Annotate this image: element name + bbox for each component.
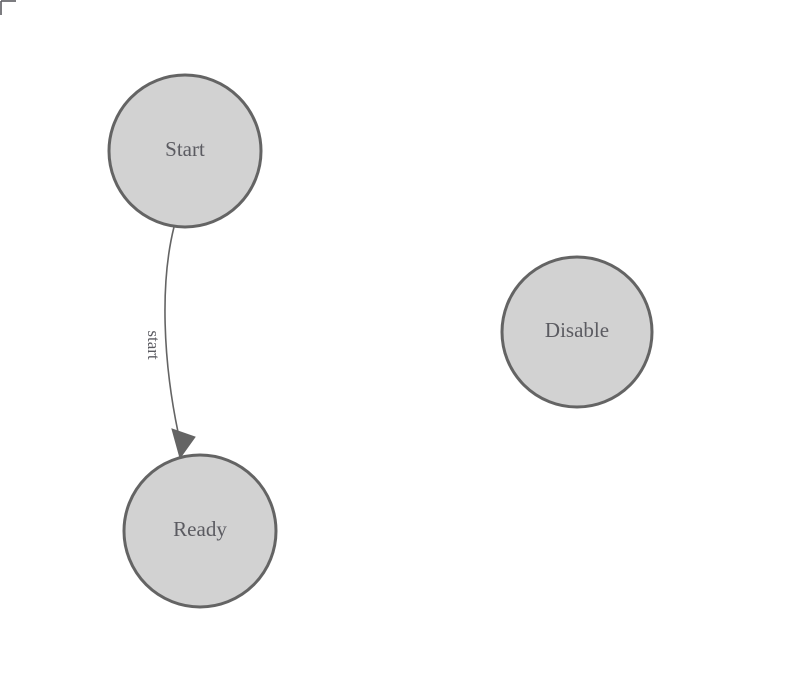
node-start-circle[interactable] — [107, 73, 263, 229]
node-disable[interactable]: Disable — [500, 255, 654, 409]
edge-start-to-ready[interactable]: start — [144, 226, 196, 460]
node-ready-circle[interactable] — [122, 453, 278, 609]
edge-line — [164, 226, 179, 433]
node-start[interactable]: Start — [107, 73, 263, 229]
node-disable-circle[interactable] — [500, 255, 654, 409]
crop-mark-top-left-icon — [0, 0, 16, 15]
edge-arrowhead-icon — [171, 428, 196, 460]
node-disable-label: Disable — [545, 318, 609, 342]
edge-label-start: start — [144, 330, 163, 360]
node-ready[interactable]: Ready — [122, 453, 278, 609]
node-start-label: Start — [165, 137, 205, 161]
node-ready-label: Ready — [173, 517, 227, 541]
